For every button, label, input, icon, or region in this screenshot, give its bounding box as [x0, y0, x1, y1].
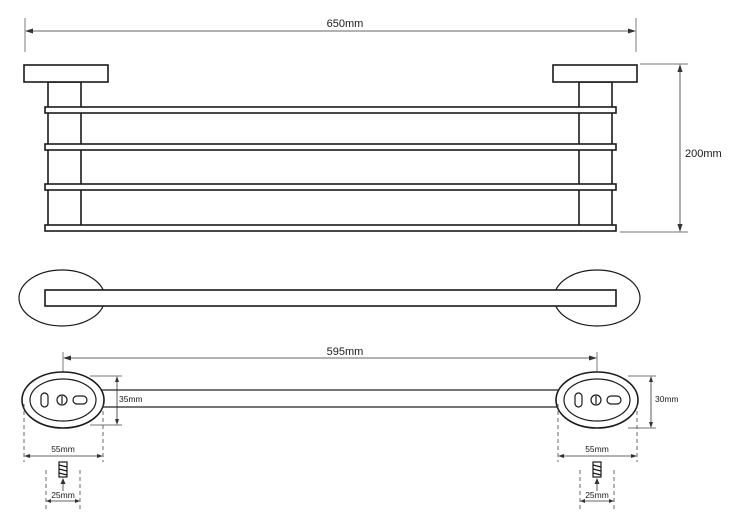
mounting-view: 595mm 35mm [21, 346, 679, 510]
left-bracket-height-dimension: 35mm [90, 375, 143, 426]
right-base-width-label: 55mm [585, 444, 609, 454]
left-wall-cap [23, 64, 109, 83]
right-base-width-dimension: 55mm [557, 404, 638, 462]
right-bracket [555, 371, 639, 429]
right-screw-spacing-label: 25mm [585, 490, 609, 500]
right-wall-cap [552, 64, 638, 83]
left-bracket-outer [21, 371, 105, 429]
left-screw-spacing-label: 25mm [51, 490, 75, 500]
top-view [18, 269, 641, 327]
height-dimension: 200mm [620, 63, 722, 233]
left-bracket-height-label: 35mm [119, 394, 143, 404]
rail-3 [44, 183, 617, 191]
rail-2 [44, 143, 617, 151]
left-base-width-label: 55mm [51, 444, 75, 454]
overall-width-dimension: 650mm [24, 18, 637, 52]
right-slot-horizontal [606, 395, 622, 405]
front-view: 650mm 200mm [23, 18, 722, 233]
left-screw-hole [56, 394, 68, 406]
mount-spacing-label: 595mm [327, 346, 364, 358]
left-bracket-inner [29, 378, 97, 422]
left-post [47, 81, 82, 231]
left-base-width-dimension: 55mm [23, 404, 104, 462]
right-screw-hole [590, 394, 602, 406]
mount-spacing-dimension: 595mm [62, 346, 598, 372]
height-label: 200mm [685, 148, 722, 160]
left-bracket [21, 371, 105, 429]
left-slot-vertical [40, 392, 49, 408]
right-screw-detail: 25mm [579, 461, 615, 510]
right-bracket-inner [563, 378, 631, 422]
right-slot-vertical [574, 392, 583, 408]
rail-1 [44, 106, 617, 114]
shelf-top-plate [44, 289, 617, 307]
left-screw-detail: 25mm [45, 461, 81, 510]
right-bracket-height-dimension: 30mm [628, 375, 679, 429]
mounting-bar [95, 389, 567, 408]
rail-4 [44, 224, 617, 232]
right-post [578, 81, 613, 231]
right-bracket-outer [555, 371, 639, 429]
right-bracket-height-label: 30mm [655, 394, 679, 404]
left-slot-horizontal [72, 395, 88, 405]
overall-width-label: 650mm [327, 18, 364, 30]
